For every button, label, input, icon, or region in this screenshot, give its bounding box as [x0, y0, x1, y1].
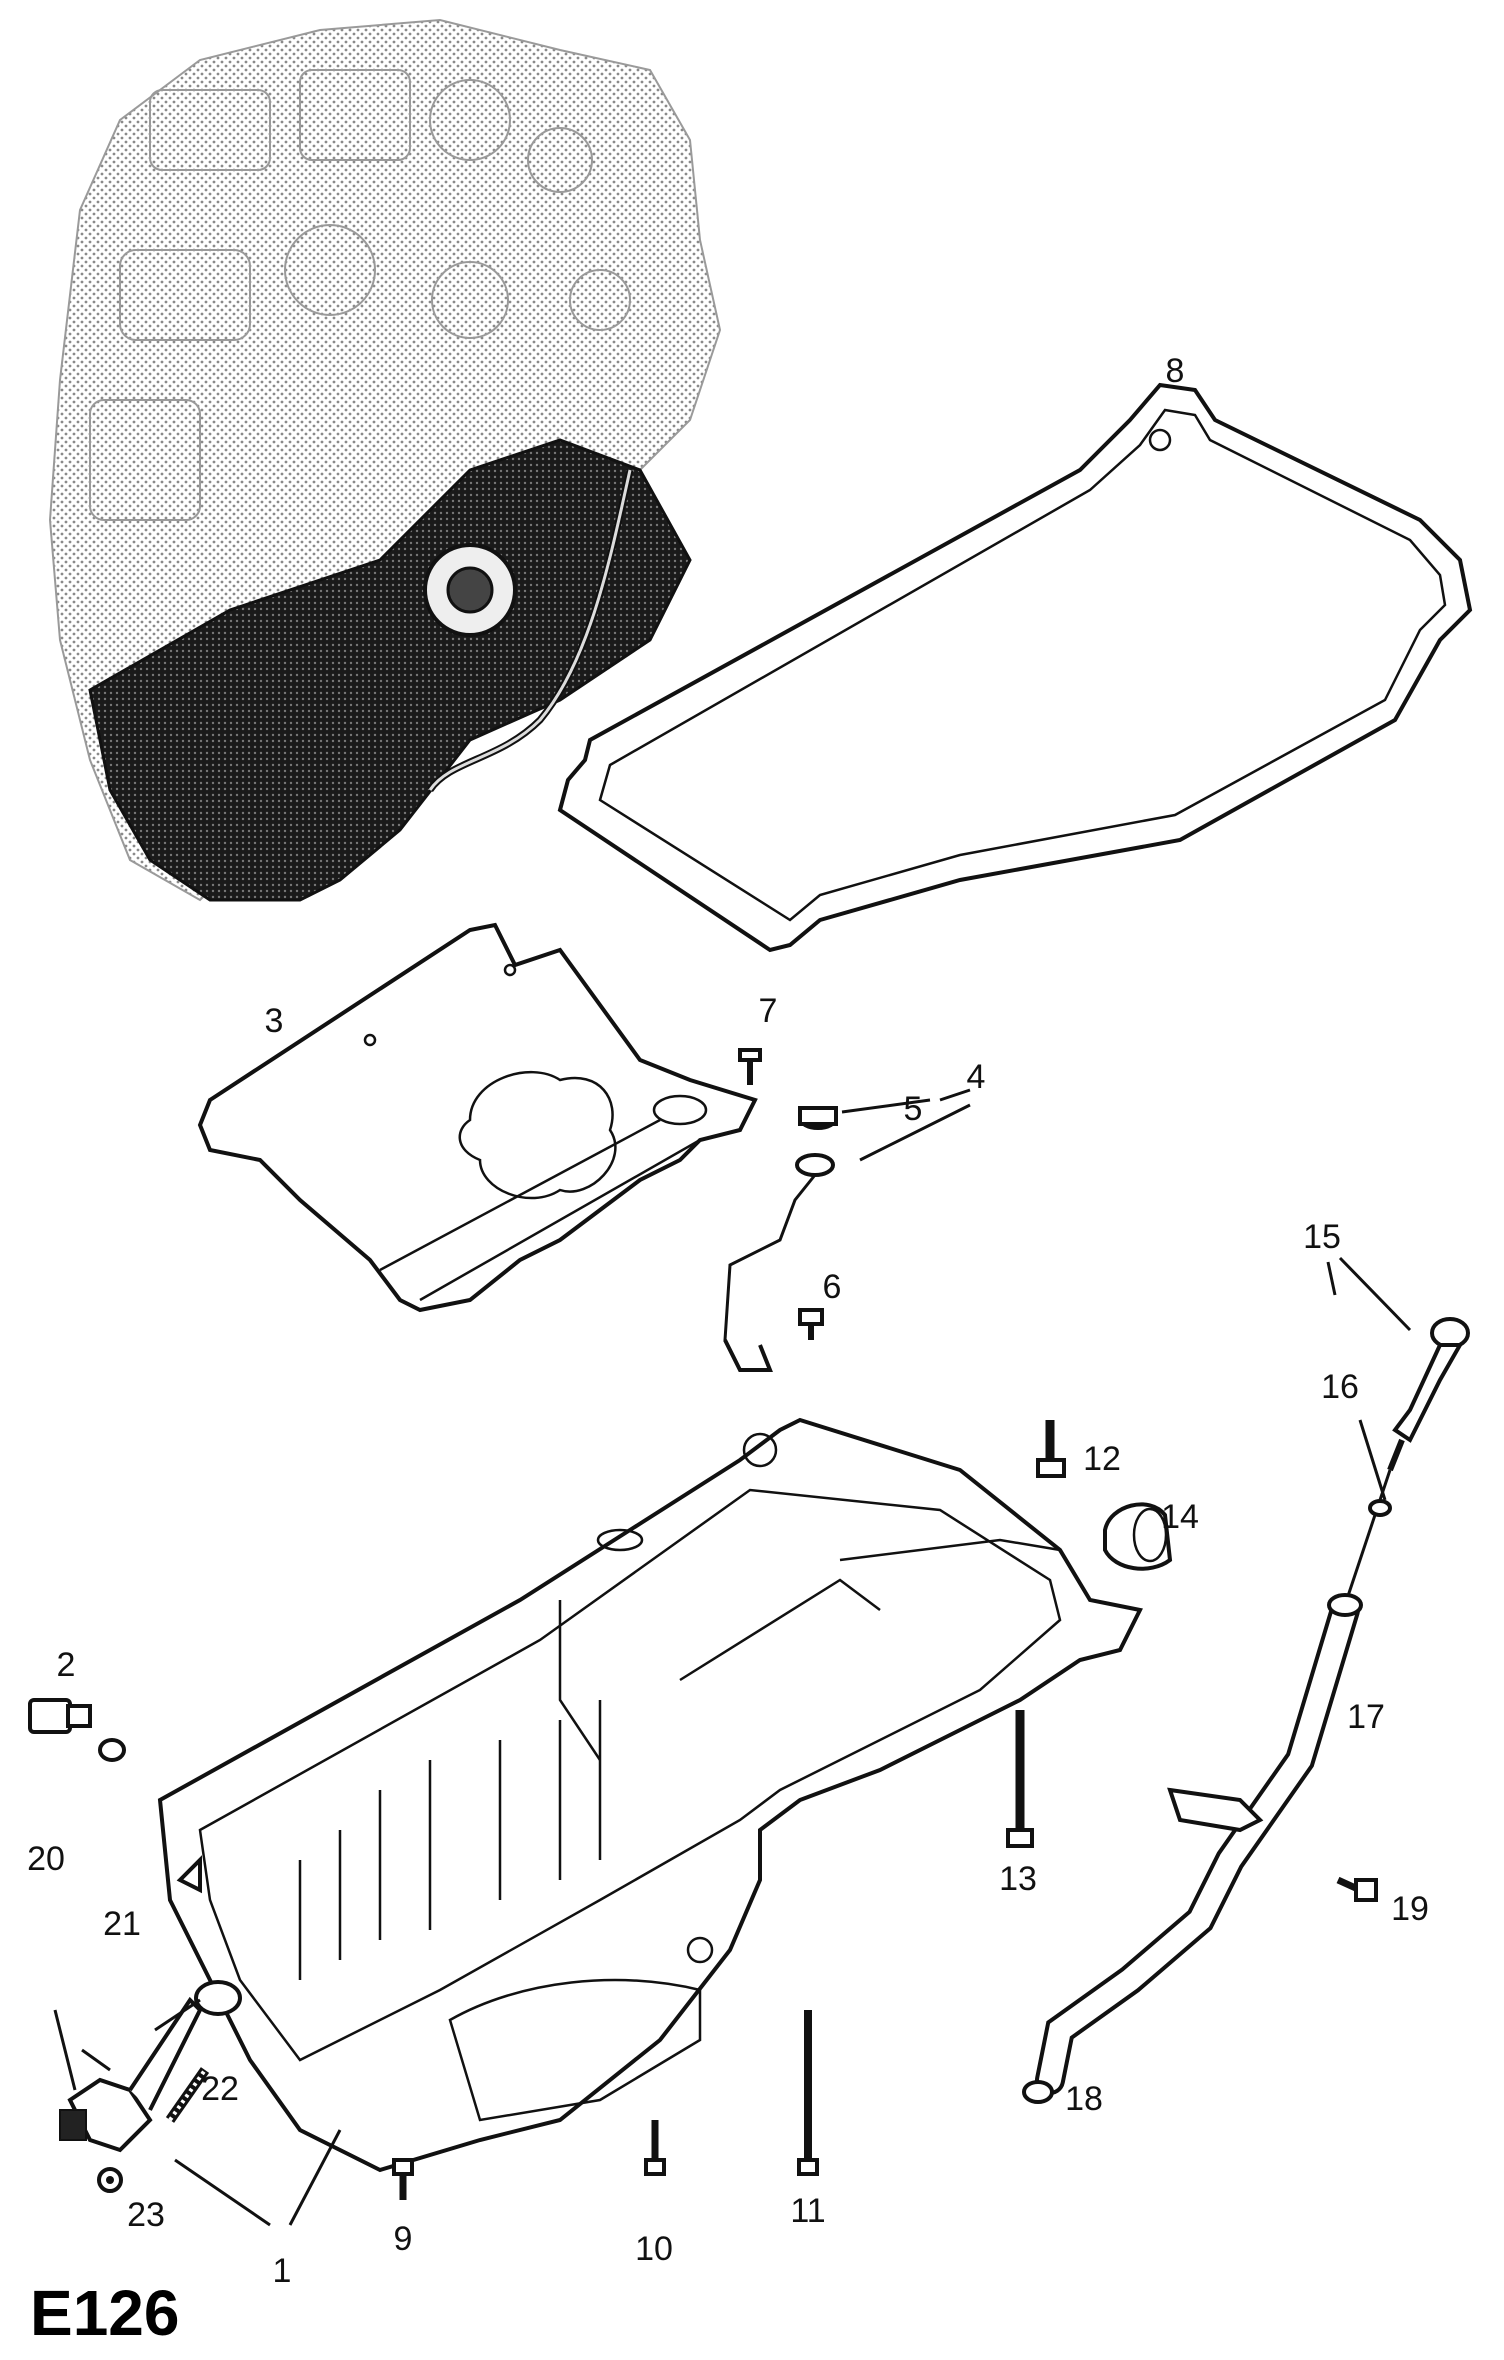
- callout-18: 18: [1065, 2080, 1103, 2118]
- bolt-7: [738, 1048, 762, 1085]
- callout-2: 2: [57, 1646, 76, 1684]
- callout-16: 16: [1321, 1368, 1359, 1406]
- bolt-11: [797, 2010, 819, 2176]
- nut-23: [97, 2167, 123, 2193]
- o-ring-18: [1022, 2080, 1054, 2104]
- callout-15: 15: [1303, 1218, 1341, 1256]
- callout-3: 3: [265, 1002, 284, 1040]
- oil-pickup-tube-4: [723, 1153, 835, 1372]
- bolt-19: [1336, 1876, 1378, 1902]
- callout-11: 11: [790, 2192, 825, 2230]
- callout-7: 7: [759, 992, 778, 1030]
- dipstick-tube-17: [1035, 1593, 1363, 2095]
- o-ring-21: [194, 1980, 242, 2016]
- callout-22: 22: [201, 2070, 239, 2108]
- oil-pan-gasket: [557, 382, 1473, 953]
- seal-ring-2: [98, 1738, 126, 1762]
- callout-17: 17: [1347, 1698, 1385, 1736]
- callout-21: 21: [103, 1905, 141, 1943]
- callout-8: 8: [1166, 352, 1185, 390]
- callout-12: 12: [1083, 1440, 1121, 1478]
- leader-lines: [53, 1088, 1412, 2227]
- callout-4: 4: [967, 1058, 986, 1096]
- stud-22: [165, 2067, 210, 2123]
- oil-pan: [157, 1417, 1143, 2173]
- windage-plate: [197, 922, 758, 1313]
- bolt-6: [798, 1308, 824, 1340]
- callout-14: 14: [1161, 1498, 1199, 1536]
- engine-block-illustration: [48, 18, 722, 902]
- bolt-9: [392, 2158, 414, 2200]
- bolt-10: [644, 2120, 666, 2176]
- bolt-12: [1036, 1420, 1066, 1478]
- o-ring-16: [1368, 1499, 1392, 1517]
- callout-6: 6: [823, 1268, 842, 1306]
- callout-1: 1: [273, 2252, 292, 2290]
- bolt-13: [1006, 1710, 1034, 1848]
- callout-19: 19: [1391, 1890, 1429, 1928]
- callout-10: 10: [635, 2230, 673, 2268]
- oil-level-sensor-20: [59, 1996, 203, 2153]
- callout-20: 20: [27, 1840, 65, 1878]
- callout-5: 5: [904, 1090, 923, 1128]
- plug-14: [1103, 1502, 1173, 1571]
- drain-plug-2: [28, 1698, 92, 1734]
- dipstick-15: [1338, 1317, 1470, 1621]
- diagram-code: E126: [30, 2277, 179, 2349]
- callout-9: 9: [394, 2220, 413, 2258]
- callout-23: 23: [127, 2196, 165, 2234]
- callout-13: 13: [999, 1860, 1037, 1898]
- seal-5: [798, 1106, 838, 1130]
